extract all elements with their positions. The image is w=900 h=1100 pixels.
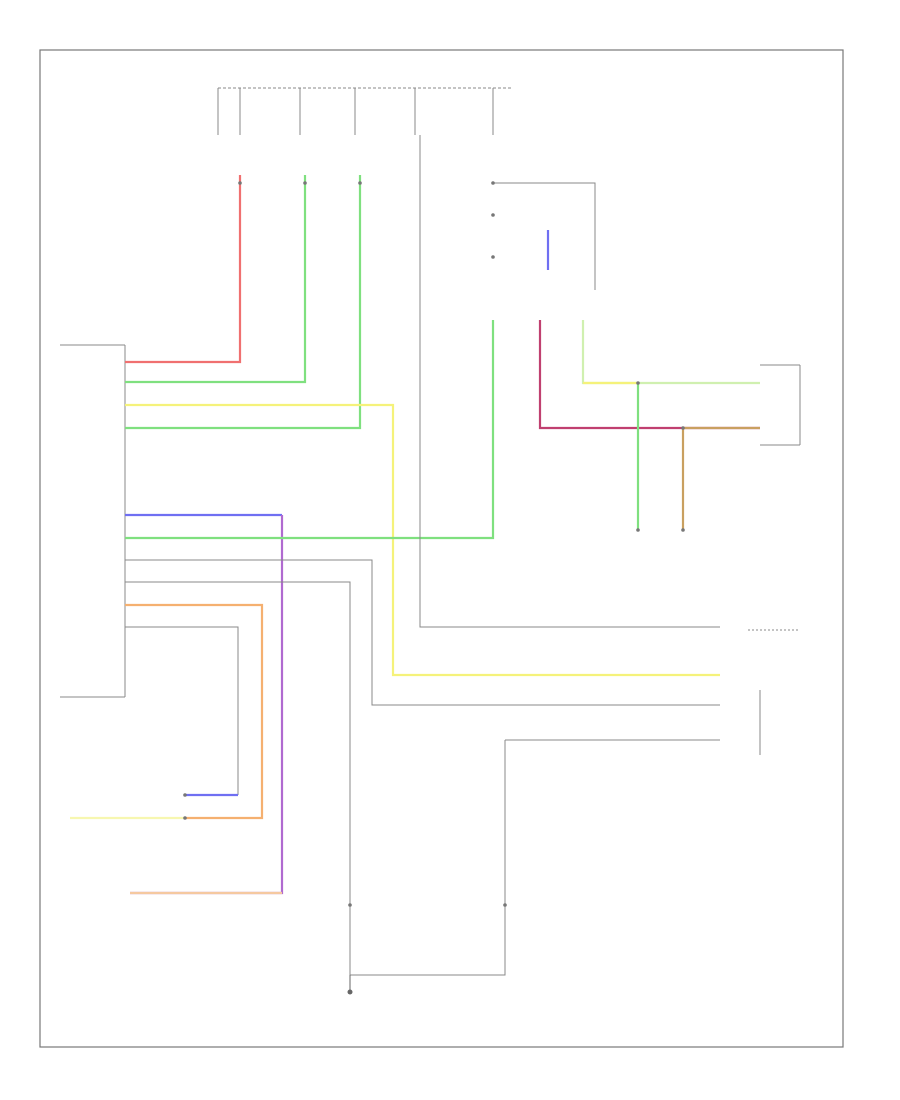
diagram-frame [39, 49, 844, 1048]
wire-maroon [538, 320, 760, 430]
wire-gray-3 [419, 135, 720, 628]
fuse-ticks [217, 88, 494, 135]
wire-green-long [125, 320, 495, 540]
wire-green-2 [125, 175, 307, 384]
wire-pale-green [581, 320, 760, 385]
ground-icon [347, 975, 353, 995]
tpms-module-connector [60, 344, 126, 698]
wire-gray-1 [125, 559, 720, 706]
wire-yellow [125, 403, 720, 677]
wire-orange [125, 603, 264, 820]
wire-gray-2 [125, 581, 351, 975]
wire-pale-1 [125, 626, 239, 795]
wire-gray-5 [350, 740, 506, 976]
wire-switch-bus [493, 182, 596, 290]
wire-red [125, 175, 242, 364]
wire-green-3 [125, 175, 362, 430]
wire-purple [130, 515, 284, 895]
right-components [748, 364, 801, 755]
wires [70, 135, 760, 976]
splice-dots [183, 181, 685, 907]
